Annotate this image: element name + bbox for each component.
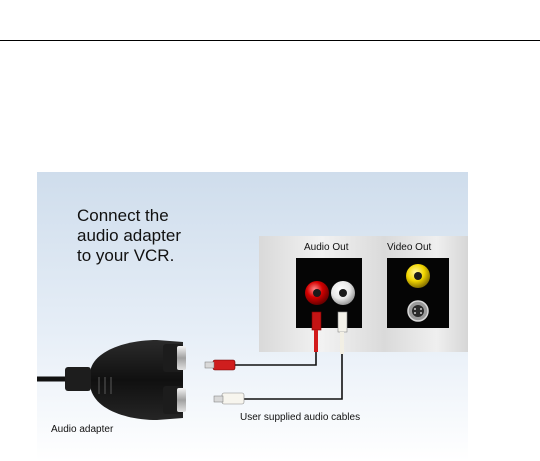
white-rca-plug-icon xyxy=(213,392,245,405)
connection-diagram: Connect the audio adapter to your VCR. A… xyxy=(37,172,468,461)
diagram-graphics xyxy=(37,264,430,420)
video-out-label: Video Out xyxy=(387,242,432,253)
rca-yellow-jack-icon xyxy=(406,264,430,288)
rca-red-jack-icon xyxy=(305,281,329,305)
s-video-jack-icon xyxy=(407,300,429,322)
header-rule xyxy=(0,40,540,41)
red-rca-plug-icon xyxy=(204,359,236,371)
adapter-caption: Audio adapter xyxy=(51,424,114,435)
audio-out-label: Audio Out xyxy=(304,242,349,253)
vcr-side-plugs xyxy=(205,311,348,400)
rca-white-jack-icon xyxy=(331,281,355,305)
cables-caption: User supplied audio cables xyxy=(240,412,361,423)
instruction-headline: Connect the audio adapter to your VCR. xyxy=(77,206,181,265)
audio-adapter-icon xyxy=(37,340,186,420)
